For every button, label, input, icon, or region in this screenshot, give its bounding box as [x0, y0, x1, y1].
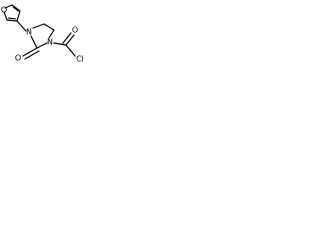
chemical-structure-canvas: O N N O O Cl: [0, 0, 128, 68]
furan-bond-c4-c5-inner: [8, 17, 16, 20]
molecule-structure-diagram: O N N O O Cl: [1, 4, 84, 64]
ring-bond-c2-n1: [30, 35, 38, 49]
bond-acyl-carbon-to-chlorine: [65, 44, 76, 57]
furan-bond-c5-o: [3, 11, 8, 21]
acyl-carbonyl-double-bond-b: [62, 32, 72, 44]
ring-bond-n1-ch2-a: [32, 23, 45, 29]
acyl-carbonyl-double-bond-a: [65, 34, 75, 46]
furan-bond-c2-c3-inner: [12, 6, 19, 12]
bond-n3-to-acyl-carbon: [53, 42, 67, 46]
chlorine-label: Cl: [76, 55, 84, 64]
ring-carbonyl-double-bond-b: [24, 50, 40, 60]
furan-bond-c2-c3: [11, 4, 21, 12]
ring-carbonyl-double-bond-a: [22, 47, 38, 57]
ring-bond-ch2-b-n3: [48, 29, 55, 39]
imidazolidinone-ring: [30, 23, 55, 49]
ring-carbonyl-oxygen-label: O: [15, 54, 21, 63]
ring-bond-ch2-a-ch2-b: [43, 23, 55, 31]
furan-bond-c4-c5: [6, 19, 18, 22]
bond-furan-to-nitrogen: [16, 20, 27, 32]
ring-nitrogen-left-label: N: [26, 28, 32, 37]
furan-bond-c3-c4: [16, 10, 21, 22]
acyl-carbonyl-oxygen-label: O: [72, 26, 78, 35]
ring-bond-n3-c2: [36, 42, 48, 49]
furan-oxygen-label: O: [1, 6, 7, 15]
ring-nitrogen-right-label: N: [47, 38, 53, 47]
furan-ring: [3, 4, 21, 22]
furan-bond-o-c2: [4, 4, 13, 9]
